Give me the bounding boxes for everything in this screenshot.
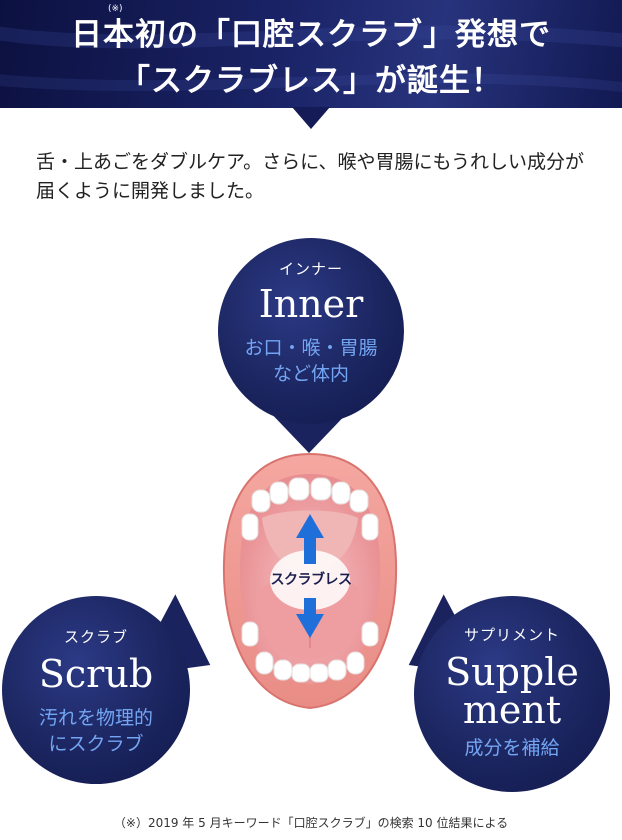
supplement-desc: 成分を補給: [464, 737, 560, 759]
scrub-kana: スクラブ: [63, 628, 128, 646]
headline-line-1: 日本初の「口腔スクラブ」発想で: [71, 17, 551, 53]
supplement-kana: サプリメント: [463, 626, 560, 644]
mouth-illustration: [222, 452, 398, 710]
supplement-title-line2: ment: [462, 688, 562, 732]
inner-desc-line1: お口・喉・胃腸: [244, 337, 378, 359]
scrub-title: Scrub: [38, 652, 154, 696]
headline-line-2: 「スクラブレス」が誕生！: [119, 63, 503, 99]
lower-teeth: [241, 621, 379, 683]
headline-note-mark: (※): [108, 4, 123, 14]
center-disc: [270, 550, 350, 610]
supplement-title-line1: Supple: [445, 650, 579, 694]
up-down-arrow-icon: [296, 514, 324, 638]
inner-title: Inner: [258, 282, 364, 326]
scrubless-label: スクラブレス: [270, 572, 353, 588]
inner-kana: インナー: [278, 260, 343, 278]
banner-pointer: [292, 107, 330, 129]
scrub-desc-line2: にスクラブ: [48, 733, 144, 755]
inner-circle: インナー Inner お口・喉・胃腸 など体内: [218, 238, 404, 424]
inner-desc-line2: など体内: [272, 363, 349, 385]
scrub-circle: スクラブ Scrub 汚れを物理的 にスクラブ: [2, 596, 190, 784]
supplement-circle: サプリメント Supple ment 成分を補給: [414, 596, 610, 792]
intro-text: 舌・上あごをダブルケア。さらに、喉や胃腸にもうれしい成分が届くように開発しました…: [36, 151, 584, 202]
scrub-desc-line1: 汚れを物理的: [38, 707, 153, 729]
header-banner: 日本初の「口腔スクラブ」発想で (※) 「スクラブレス」が誕生！: [0, 0, 622, 108]
footnote: （※）2019 年 5 月キーワード「口腔スクラブ」の検索 10 位結果による: [113, 816, 509, 830]
upper-teeth: [241, 477, 379, 541]
banner-sheen: [0, 25, 622, 93]
